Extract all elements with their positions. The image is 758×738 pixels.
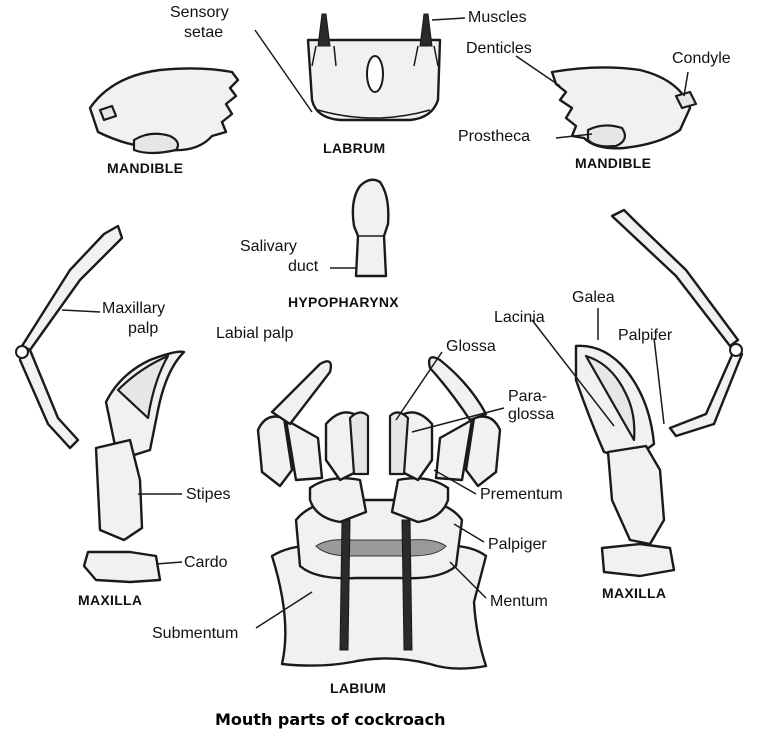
left-maxilla-drawing — [16, 226, 184, 582]
muscles-label: Muscles — [468, 9, 527, 27]
mandible-right-caption: MANDIBLE — [575, 155, 651, 171]
stipes-label: Stipes — [186, 486, 230, 504]
lacinia-label: Lacinia — [494, 309, 545, 327]
paraglossa-label-line2: glossa — [508, 406, 554, 424]
mentum-label: Mentum — [490, 593, 548, 611]
sensory-setae-label-line2: setae — [184, 24, 223, 42]
palpifer-label: Palpifer — [618, 327, 672, 345]
hypopharynx-drawing — [353, 180, 388, 276]
sensory-setae-label: Sensory — [170, 4, 229, 22]
labium-caption: LABIUM — [330, 680, 386, 696]
maxilla-left-caption: MAXILLA — [78, 592, 142, 608]
cardo-label: Cardo — [184, 554, 228, 572]
labrum-caption: LABRUM — [323, 140, 385, 156]
glossa-label: Glossa — [446, 338, 496, 356]
condyle-label: Condyle — [672, 50, 731, 68]
palpiger-label: Palpiger — [488, 536, 547, 554]
hypopharynx-caption: HYPOPHARYNX — [288, 294, 399, 310]
mandible-left-caption: MANDIBLE — [107, 160, 183, 176]
maxillary-palp-label: Maxillary — [102, 300, 165, 318]
labial-palp-label: Labial palp — [216, 325, 293, 343]
salivary-duct-label-line2: duct — [288, 258, 318, 276]
labrum-drawing — [308, 14, 440, 120]
maxilla-right-caption: MAXILLA — [602, 585, 666, 601]
galea-label: Galea — [572, 289, 615, 307]
submentum-label: Submentum — [152, 625, 238, 643]
denticles-label: Denticles — [466, 40, 532, 58]
prementum-label: Prementum — [480, 486, 563, 504]
prostheca-label: Prostheca — [458, 128, 530, 146]
figure-title: Mouth parts of cockroach — [215, 710, 445, 729]
maxillary-palp-label-line2: palp — [128, 320, 158, 338]
left-mandible-drawing — [90, 68, 238, 153]
labium-drawing — [258, 357, 500, 668]
salivary-duct-label: Salivary — [240, 238, 297, 256]
right-maxilla-drawing — [576, 210, 742, 576]
paraglossa-label: Para- — [508, 388, 547, 406]
